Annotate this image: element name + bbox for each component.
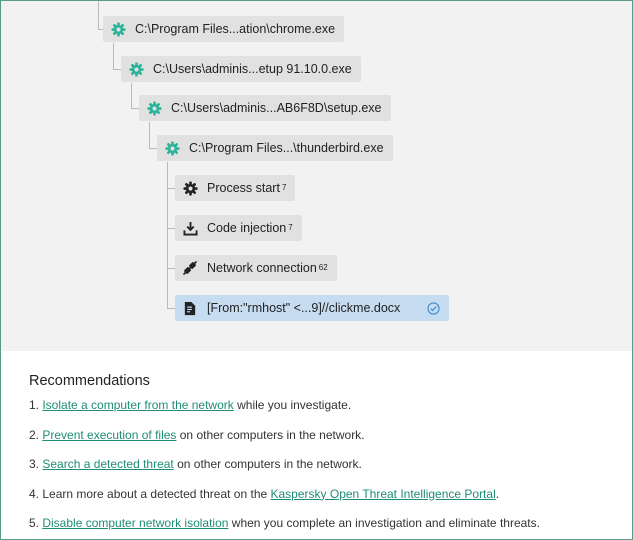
- tree-connector: [131, 108, 140, 109]
- threat-intelligence-portal-link[interactable]: Kaspersky Open Threat Intelligence Porta…: [270, 486, 496, 501]
- tree-connector: [167, 188, 176, 189]
- download-tray-icon: [182, 220, 198, 236]
- process-node-setup[interactable]: C:\Users\adminis...AB6F8D\setup.exe: [139, 95, 391, 121]
- recommendation-text: 2.: [29, 427, 43, 442]
- tree-connector: [149, 148, 158, 149]
- process-path: C:\Program Files...\thunderbird.exe: [189, 141, 384, 155]
- gear-icon: [164, 140, 180, 156]
- recommendations-title: Recommendations: [29, 373, 150, 389]
- event-email-attachment[interactable]: [From:"rmhost" <...9]//clickme.docx: [175, 295, 449, 321]
- process-path: C:\Program Files...ation\chrome.exe: [135, 22, 336, 36]
- isolate-computer-link[interactable]: Isolate a computer from the network: [42, 398, 234, 412]
- tree-connector: [167, 308, 176, 309]
- event-count: 7: [288, 222, 293, 232]
- process-node-thunderbird[interactable]: C:\Program Files...\thunderbird.exe: [157, 135, 393, 161]
- tree-connector: [98, 29, 104, 30]
- process-gear-icon: [182, 180, 198, 196]
- process-node-chrome[interactable]: C:\Program Files...ation\chrome.exe: [103, 16, 345, 42]
- recommendation-text: while you investigate.: [233, 398, 352, 412]
- recommendation-text: on other computers in the network.: [176, 427, 365, 442]
- gear-icon: [110, 21, 126, 37]
- recommendation-text: when you complete an investigation and e…: [228, 516, 540, 530]
- recommendation-text: 3.: [29, 457, 43, 471]
- recommendation-item: 5. Disable computer network isolation wh…: [29, 516, 632, 531]
- event-label: Process start: [207, 181, 280, 195]
- recommendation-text: on other computers in the network.: [173, 457, 362, 471]
- recommendation-text: .: [495, 486, 500, 501]
- tree-connector: [131, 83, 132, 109]
- recommendation-item: 3. Search a detected threat on other com…: [29, 457, 632, 472]
- tree-connector: [113, 43, 114, 70]
- recommendation-item: 4. Learn more about a detected threat on…: [29, 487, 632, 502]
- event-label: Network connection: [207, 261, 317, 275]
- recommendations-section: Recommendations 1. Isolate a computer fr…: [1, 351, 632, 539]
- process-node-setup-91[interactable]: C:\Users\adminis...etup 91.10.0.exe: [121, 56, 361, 82]
- check-circle-icon: [427, 301, 440, 315]
- event-count: 62: [318, 262, 328, 272]
- event-label: [From:"rmhost" <...9]//clickme.docx: [207, 301, 401, 315]
- process-tree: C:\Program Files...ation\chrome.exe C:\U…: [1, 1, 632, 351]
- event-count: 7: [281, 182, 287, 192]
- tree-connector: [149, 122, 150, 149]
- gear-icon: [146, 100, 162, 116]
- tree-connector: [113, 69, 122, 70]
- recommendation-text: 5.: [29, 516, 43, 530]
- document-icon: [182, 300, 198, 316]
- recommendation-item: 2. Prevent execution of files on other c…: [29, 428, 632, 443]
- gear-icon: [128, 61, 144, 77]
- network-plug-icon: [182, 260, 198, 276]
- process-path: C:\Users\adminis...AB6F8D\setup.exe: [171, 101, 382, 115]
- tree-connector: [98, 1, 99, 30]
- tree-connector: [167, 268, 176, 269]
- tree-connector: [167, 228, 176, 229]
- recommendation-text: 4. Learn more about a detected threat on…: [29, 486, 271, 501]
- prevent-execution-link[interactable]: Prevent execution of files: [42, 427, 177, 442]
- recommendation-item: 1. Isolate a computer from the network w…: [29, 398, 632, 413]
- tree-connector: [167, 162, 168, 309]
- process-path: C:\Users\adminis...etup 91.10.0.exe: [153, 62, 352, 76]
- event-label: Code injection: [207, 221, 287, 235]
- recommendation-text: 1.: [29, 398, 43, 412]
- disable-isolation-link[interactable]: Disable computer network isolation: [42, 516, 229, 530]
- search-threat-link[interactable]: Search a detected threat: [42, 457, 174, 471]
